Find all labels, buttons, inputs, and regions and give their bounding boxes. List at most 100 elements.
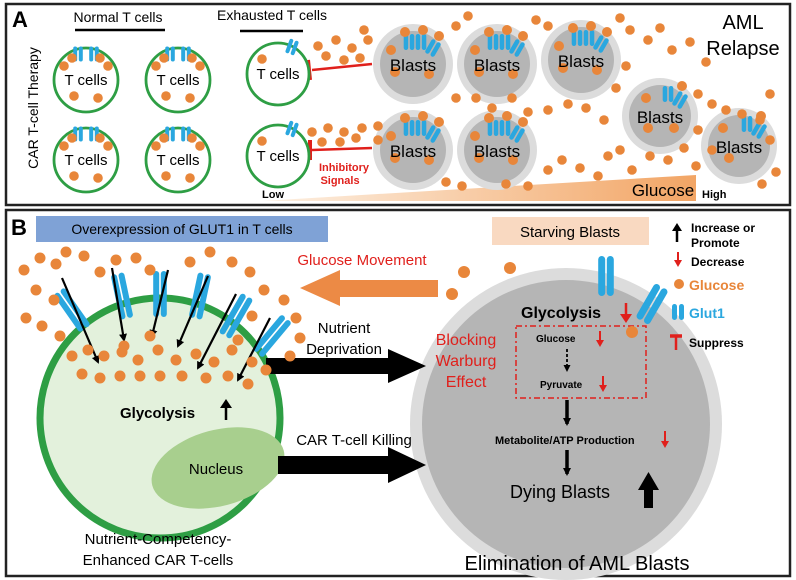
glucose-molecule <box>518 31 528 41</box>
glucose-molecule <box>557 155 567 165</box>
glucose-molecule <box>554 41 564 51</box>
glucose-molecule <box>508 69 518 79</box>
t-cell: T cells <box>245 120 311 189</box>
starving-blasts-banner <box>492 217 649 245</box>
dying-blasts-label: Dying Blasts <box>510 482 610 502</box>
gradient-low-label: Low <box>262 189 284 201</box>
glucose-molecule <box>323 123 333 133</box>
glucose-molecule <box>144 330 156 342</box>
legend-suppress-icon <box>670 334 682 350</box>
glut1-transporter <box>415 34 427 50</box>
glucose-molecule <box>621 61 631 71</box>
glucose-molecule <box>187 53 197 63</box>
blast-glycolysis-down-arrow <box>620 303 632 323</box>
aml-relapse-line1: AML <box>722 12 763 34</box>
glucose-molecule <box>400 113 410 123</box>
blast-label: Blasts <box>474 142 520 161</box>
glucose-molecule <box>18 264 30 276</box>
legend-glucose-dot <box>674 279 684 289</box>
starving-blasts-text: Starving Blasts <box>520 224 620 241</box>
glucose-molecule <box>645 151 655 161</box>
glut1-transporter <box>403 120 415 136</box>
glut1-transporter <box>487 34 499 50</box>
blast-cell: Blasts <box>457 24 537 104</box>
box-pyruvate-label: Pyruvate <box>540 380 583 391</box>
glucose-molecule <box>339 55 349 65</box>
box-glucose-down-arrow <box>596 331 604 347</box>
blast-label: Blasts <box>390 56 436 75</box>
glucose-molecule <box>655 23 665 33</box>
glucose-molecule <box>170 354 182 366</box>
glucose-molecule <box>187 133 197 143</box>
glucose-molecule <box>242 378 254 390</box>
blast-label: Blasts <box>558 52 604 71</box>
legend-increase-line1: Increase or <box>691 221 755 235</box>
glut1-transporter <box>285 120 299 138</box>
glut1-transporter <box>253 315 291 357</box>
glucose-molecule <box>757 179 767 189</box>
glucose-molecule <box>558 63 568 73</box>
glucose-molecule <box>246 310 258 322</box>
glucose-molecule <box>67 53 77 63</box>
glucose-molecule <box>76 368 88 380</box>
glucose-molecule <box>208 356 220 368</box>
legend-increase-line2: Promote <box>691 236 740 250</box>
glut1-transporter <box>672 91 688 109</box>
glucose-molecule <box>36 320 48 332</box>
glucose-molecule <box>307 127 317 137</box>
glucose-molecule <box>176 370 188 382</box>
glucose-molecule <box>95 133 105 143</box>
t-cell: T cells <box>144 46 212 114</box>
glucose-gradient-wedge <box>262 175 696 201</box>
glucose-molecule <box>643 35 653 45</box>
glucose-molecule <box>118 340 130 352</box>
glucose-molecule <box>615 145 625 155</box>
glucose-molecule <box>663 155 673 165</box>
t-cell-label: T cells <box>156 72 199 89</box>
glut1-transporter <box>499 120 511 136</box>
glucose-molecule <box>643 123 653 133</box>
glucose-molecule <box>721 105 731 115</box>
glucose-molecule <box>132 354 144 366</box>
glut1-transporter <box>425 125 441 143</box>
glucose-molecule <box>321 51 331 61</box>
glucose-molecule <box>701 57 711 67</box>
car-t-killing-arrow <box>278 447 426 483</box>
car-t-therapy-label: CAR T-cell Therapy <box>25 47 41 169</box>
glucose-molecule <box>599 115 609 125</box>
metabolite-down-arrow <box>661 431 669 448</box>
glucose-molecule <box>457 181 467 191</box>
legend-suppress-label: Suppress <box>689 336 744 350</box>
legend-increase-arrow <box>672 223 682 242</box>
glucose-molecule <box>363 35 373 45</box>
glucose-molecule <box>707 145 717 155</box>
glucose-molecule <box>50 258 62 270</box>
nutrient-deprivation-arrow <box>266 349 426 383</box>
glut1-transporter <box>741 116 753 132</box>
uptake-arrow <box>176 275 210 348</box>
glucose-molecule <box>446 288 458 300</box>
t-cell: T cells <box>52 46 120 114</box>
glucose-molecule <box>474 153 484 163</box>
car-t-killing-label: CAR T-cell Killing <box>296 432 412 449</box>
glucose-molecule <box>400 27 410 37</box>
glucose-molecule <box>602 27 612 37</box>
gradient-high-label: High <box>702 189 727 201</box>
glucose-molecule <box>626 326 638 338</box>
glucose-molecule <box>48 294 60 306</box>
t-cell-glycolysis-up-arrow <box>220 399 232 420</box>
glut1-transporter <box>499 34 511 50</box>
glucose-molecule <box>20 312 32 324</box>
glucose-molecule <box>463 11 473 21</box>
glucose-molecule <box>59 141 69 151</box>
legend: Increase or Promote Decrease Glucose Glu… <box>670 221 755 350</box>
glut1-transporter <box>403 34 415 50</box>
elimination-label: Elimination of AML Blasts <box>465 553 690 575</box>
glucose-molecule <box>685 37 695 47</box>
inhibitory-signals-line2: Signals <box>320 175 359 187</box>
glucose-molecule <box>592 65 602 75</box>
glucose-molecule <box>563 99 573 109</box>
glucose-molecule <box>669 123 679 133</box>
glucose-molecule <box>434 31 444 41</box>
